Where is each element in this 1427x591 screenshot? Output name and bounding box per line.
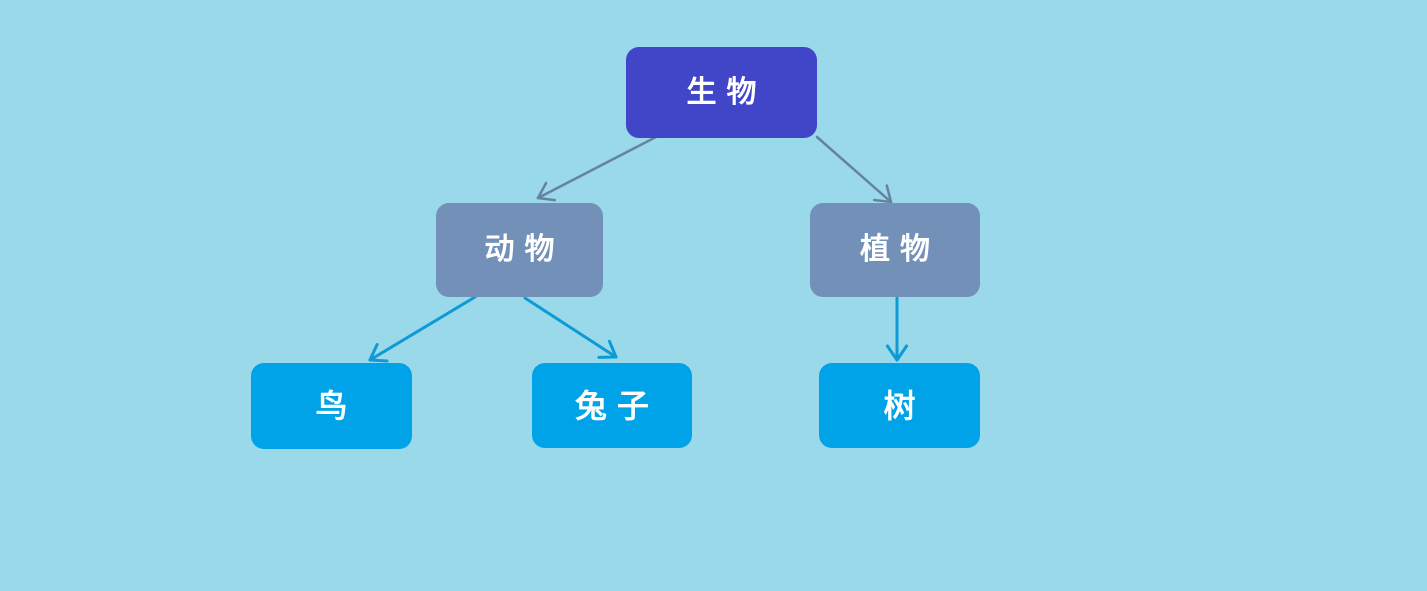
node-rabbit: 兔子 [532,363,692,448]
node-plant-label: 植物 [860,232,940,267]
node-animal-label: 动物 [484,232,565,267]
edge-organism-plant [815,135,893,204]
node-bird-label: 鸟 [315,387,358,425]
node-bird: 鸟 [251,363,412,449]
node-tree-label: 树 [883,386,926,425]
node-plant: 植物 [810,203,980,297]
node-organism-label: 生物 [686,74,767,110]
edge-organism-animal [536,135,658,202]
node-animal: 动物 [436,203,603,297]
edge-plant-tree [885,296,909,362]
edge-animal-bird [368,295,477,363]
node-tree: 树 [819,363,980,448]
edge-animal-rabbit [523,296,618,359]
node-rabbit-label: 兔子 [574,386,659,425]
node-organism: 生物 [626,47,817,138]
